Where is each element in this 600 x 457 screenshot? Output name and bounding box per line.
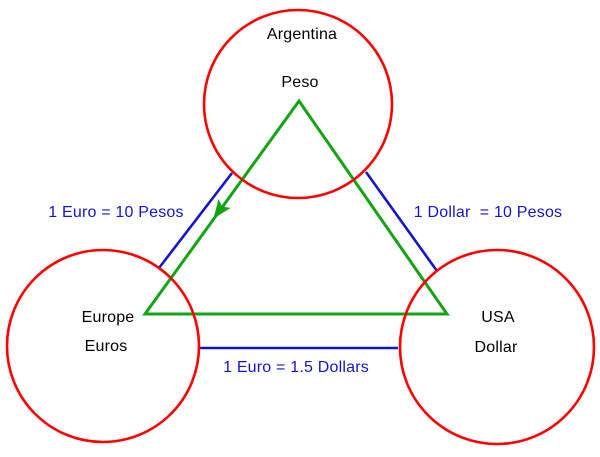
argentina-circle <box>202 8 394 200</box>
dollar-peso-rate-label: 1 Dollar = 10 Pesos <box>413 204 563 221</box>
argentina-country-label: Argentina <box>266 26 338 43</box>
usa-circle <box>398 248 596 446</box>
flow-arrow-icon <box>213 199 231 219</box>
europe-circle <box>5 248 201 444</box>
euro-dollar-rate-label: 1 Euro = 1.5 Dollars <box>223 359 369 376</box>
europe-country-label: Europe <box>81 309 135 326</box>
usa-country-label: USA <box>481 309 515 326</box>
flow-triangle <box>142 98 450 316</box>
europe-currency-label: Euros <box>84 338 128 355</box>
argentina-currency-label: Peso <box>281 74 319 91</box>
euro-peso-rate-line <box>157 172 234 269</box>
usa-currency-label: Dollar <box>474 339 518 356</box>
dollar-peso-rate-line <box>364 171 439 272</box>
euro-peso-rate-label: 1 Euro = 10 Pesos <box>48 204 184 221</box>
